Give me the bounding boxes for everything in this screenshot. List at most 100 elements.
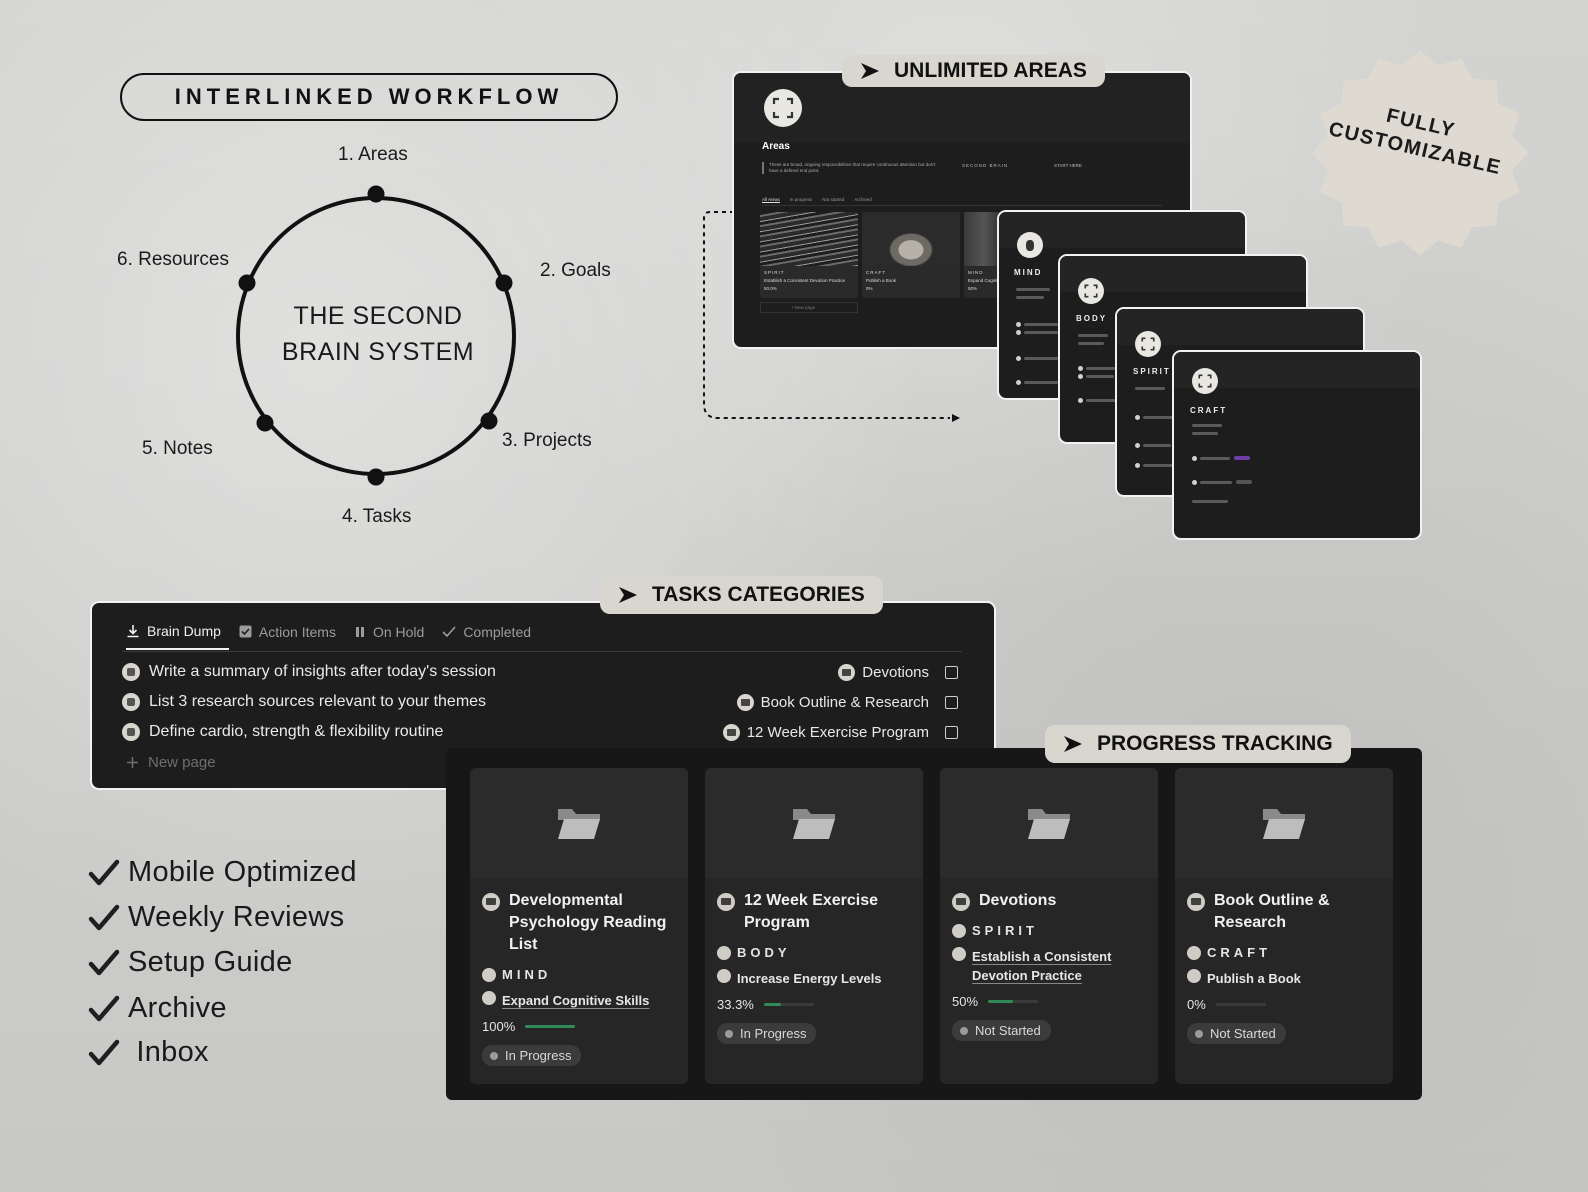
arrow-right-icon bbox=[861, 63, 879, 79]
cycle-center-title: THE SECOND BRAIN SYSTEM bbox=[281, 302, 475, 366]
areas-tab-progress[interactable]: In progress bbox=[789, 197, 813, 202]
status-badge: Not Started bbox=[952, 1020, 1051, 1041]
status-badge: In Progress bbox=[482, 1045, 582, 1066]
project-icon bbox=[482, 893, 500, 911]
focus-icon bbox=[764, 89, 802, 127]
project-card[interactable]: Developmental Psychology Reading List MI… bbox=[470, 768, 688, 1084]
folder-open-icon bbox=[1263, 809, 1305, 839]
progress-bar bbox=[525, 1025, 576, 1028]
task-row[interactable]: Write a summary of insights after today'… bbox=[122, 660, 958, 684]
new-page-button[interactable]: New page bbox=[126, 754, 216, 771]
task-icon bbox=[122, 663, 140, 681]
focus-icon bbox=[1078, 278, 1104, 304]
pause-icon bbox=[355, 626, 364, 637]
progress-percent: 0% bbox=[1187, 997, 1206, 1012]
task-icon bbox=[122, 693, 140, 711]
task-project[interactable]: Book Outline & Research bbox=[736, 693, 929, 711]
arrow-right-icon bbox=[1064, 736, 1082, 752]
folder-icon bbox=[722, 723, 740, 741]
folder-icon bbox=[736, 693, 754, 711]
badge-unlimited-areas: UNLIMITED AREAS bbox=[842, 55, 1105, 87]
goal-link[interactable]: Expand Cognitive Skills bbox=[502, 993, 650, 1008]
link-second-brain[interactable]: SECOND BRAIN bbox=[962, 163, 1009, 168]
badge-tasks-categories: TASKS CATEGORIES bbox=[600, 576, 883, 614]
status-badge: Not Started bbox=[1187, 1023, 1286, 1044]
badge-progress-tracking: PROGRESS TRACKING bbox=[1045, 725, 1351, 763]
feature-item: Inbox bbox=[88, 1036, 209, 1069]
folder-open-icon bbox=[558, 809, 600, 839]
progress-bar bbox=[763, 1003, 814, 1006]
download-icon bbox=[127, 625, 139, 638]
tab-completed[interactable]: Completed bbox=[442, 623, 539, 650]
project-title: 12 Week Exercise Program bbox=[744, 892, 879, 931]
task-checkbox[interactable] bbox=[945, 725, 958, 739]
area-icon bbox=[952, 923, 966, 938]
focus-icon bbox=[1135, 331, 1161, 357]
arrow-right-icon bbox=[619, 587, 637, 603]
task-icon bbox=[122, 723, 140, 741]
stage-projects: 3. Projects bbox=[502, 430, 592, 451]
project-icon bbox=[952, 893, 970, 911]
cover-image bbox=[862, 212, 960, 266]
task-checkbox[interactable] bbox=[945, 665, 958, 679]
stage-areas: 1. Areas bbox=[338, 144, 408, 165]
link-start-here[interactable]: START HERE bbox=[1054, 163, 1083, 168]
tab-on-hold[interactable]: On Hold bbox=[354, 623, 432, 650]
areas-tab-notstarted[interactable]: Not started bbox=[822, 197, 845, 202]
plus-icon bbox=[127, 757, 138, 768]
cycle-diagram bbox=[236, 185, 516, 486]
project-icon bbox=[717, 893, 735, 911]
cover-image bbox=[760, 212, 858, 266]
project-card[interactable]: Devotions SPIRIT Establish a Consistent … bbox=[940, 768, 1158, 1084]
goal-link[interactable]: Establish a Consistent Devotion Practice bbox=[972, 949, 1112, 983]
tab-brain-dump[interactable]: Brain Dump bbox=[126, 623, 229, 650]
checkmark-icon bbox=[442, 625, 456, 637]
task-row[interactable]: List 3 research sources relevant to your… bbox=[122, 690, 958, 714]
task-project[interactable]: 12 Week Exercise Program bbox=[722, 723, 929, 741]
status-badge: In Progress bbox=[717, 1023, 817, 1044]
stage-resources: 6. Resources bbox=[117, 249, 229, 270]
areas-tab-all[interactable]: All Areas bbox=[762, 197, 780, 203]
goal-icon bbox=[1187, 969, 1201, 983]
project-card[interactable]: Book Outline & Research CRAFT Publish a … bbox=[1175, 768, 1393, 1084]
area-tag: MIND bbox=[502, 967, 552, 982]
brain-icon bbox=[1017, 232, 1043, 258]
tasks-tabs: Brain Dump Action Items On Hold Complete… bbox=[126, 623, 549, 650]
goal-link[interactable]: Publish a Book bbox=[1207, 971, 1301, 986]
folder-open-icon bbox=[793, 809, 835, 839]
progress-percent: 100% bbox=[482, 1019, 516, 1034]
project-title: Devotions bbox=[979, 892, 1057, 909]
goal-link[interactable]: Increase Energy Levels bbox=[737, 971, 882, 986]
area-icon bbox=[482, 967, 496, 982]
project-icon bbox=[1187, 893, 1205, 911]
workflow-heading: INTERLINKED WORKFLOW bbox=[120, 73, 618, 121]
task-project[interactable]: Devotions bbox=[838, 663, 929, 681]
areas-new-page[interactable]: + New page bbox=[760, 302, 858, 313]
folder-icon bbox=[838, 663, 856, 681]
project-title: Book Outline & Research bbox=[1214, 892, 1330, 931]
stage-notes: 5. Notes bbox=[142, 438, 213, 459]
progress-bar bbox=[1215, 1003, 1266, 1006]
areas-tab-archived[interactable]: Archived bbox=[854, 197, 872, 202]
checkmark-icon bbox=[88, 949, 120, 975]
progress-panel: Developmental Psychology Reading List MI… bbox=[446, 748, 1422, 1100]
area-icon bbox=[1187, 945, 1201, 960]
areas-description: These are broad, ongoing responsibilitie… bbox=[762, 162, 942, 174]
progress-percent: 50% bbox=[952, 994, 979, 1009]
checkmark-icon bbox=[88, 995, 120, 1021]
feature-item: Archive bbox=[88, 992, 227, 1025]
task-checkbox[interactable] bbox=[945, 695, 958, 709]
goal-icon bbox=[717, 969, 731, 983]
area-icon bbox=[717, 945, 731, 960]
area-card-craft[interactable]: CRAFT Publish a Book 0% bbox=[862, 212, 960, 298]
goal-icon bbox=[482, 991, 496, 1005]
project-title: Developmental Psychology Reading List bbox=[509, 892, 667, 953]
project-card[interactable]: 12 Week Exercise Program BODY Increase E… bbox=[705, 768, 923, 1084]
task-row[interactable]: Define cardio, strength & flexibility ro… bbox=[122, 720, 958, 744]
focus-icon bbox=[1192, 368, 1218, 394]
area-tag: SPIRIT bbox=[972, 923, 1038, 938]
area-card-spirit[interactable]: SPIRIT Establish a Consistent Devotion P… bbox=[760, 212, 858, 298]
progress-bar bbox=[988, 1000, 1039, 1003]
checkmark-icon bbox=[88, 1039, 120, 1065]
tab-action-items[interactable]: Action Items bbox=[239, 623, 344, 650]
